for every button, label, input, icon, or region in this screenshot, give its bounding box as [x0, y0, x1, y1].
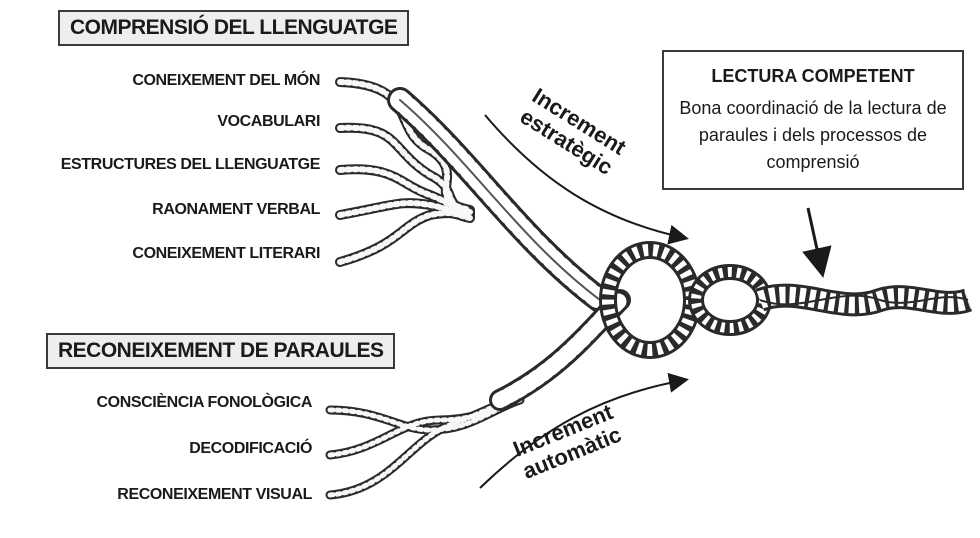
strand-label-vocabulary: VOCABULARI: [217, 113, 320, 131]
language-comprehension-title: COMPRENSIÓ DEL LLENGUATGE: [58, 10, 409, 46]
strand-label-world-knowledge: CONEIXEMENT DEL MÓN: [132, 72, 320, 90]
word-recognition-title: RECONEIXEMENT DE PARAULES: [46, 333, 395, 369]
strand-label-sight-recognition: RECONEIXEMENT VISUAL: [117, 486, 312, 504]
competent-reading-title: LECTURA COMPETENT: [664, 66, 962, 87]
strand-label-decoding: DECODIFICACIÓ: [189, 440, 312, 458]
strand-label-literacy-knowledge: CONEIXEMENT LITERARI: [132, 245, 320, 263]
competent-reading-description: Bona coordinació de la lectura de paraul…: [664, 95, 962, 176]
strand-label-phonological-awareness: CONSCIÈNCIA FONOLÒGICA: [97, 394, 313, 412]
competent-reading-pointer-arrow: [808, 208, 822, 272]
strand-label-verbal-reasoning: RAONAMENT VERBAL: [152, 201, 320, 219]
strand-label-language-structures: ESTRUCTURES DEL LLENGUATGE: [61, 156, 320, 174]
lower-strands: [330, 300, 620, 495]
twisted-rope: [608, 250, 968, 350]
competent-reading-callout: LECTURA COMPETENT Bona coordinació de la…: [662, 50, 964, 190]
